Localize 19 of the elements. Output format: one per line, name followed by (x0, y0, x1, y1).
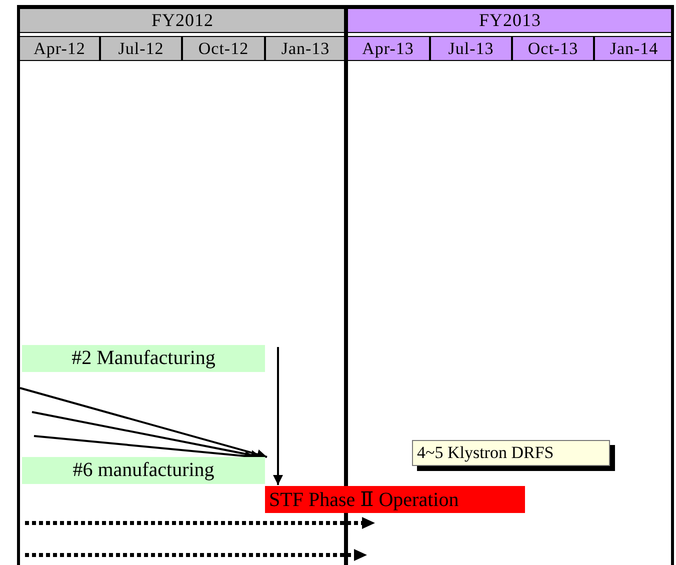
bar-label: 4~5 Klystron DRFS (417, 443, 554, 463)
year-header: FY2012 (19, 8, 346, 33)
month-header: Apr-13 (346, 36, 430, 61)
arrow (20, 387, 268, 460)
milestone-bar (265, 486, 525, 513)
year-header: FY2013 (346, 8, 674, 33)
month-header: Jan-13 (265, 36, 346, 61)
month-header: Oct-13 (512, 36, 594, 61)
bar-label: #2 Manufacturing (72, 347, 216, 370)
bar-label: STF Phase Ⅱ Operation (269, 488, 459, 512)
arrow (273, 347, 283, 485)
process-bar (22, 345, 265, 372)
month-header: Jan-14 (594, 36, 674, 61)
process-bar (22, 457, 265, 484)
month-header: Jul-12 (100, 36, 182, 61)
month-header: Apr-12 (19, 36, 100, 61)
bar-label: #6 manufacturing (72, 459, 214, 482)
month-header: Jul-13 (430, 36, 512, 61)
month-header: Oct-12 (182, 36, 265, 61)
